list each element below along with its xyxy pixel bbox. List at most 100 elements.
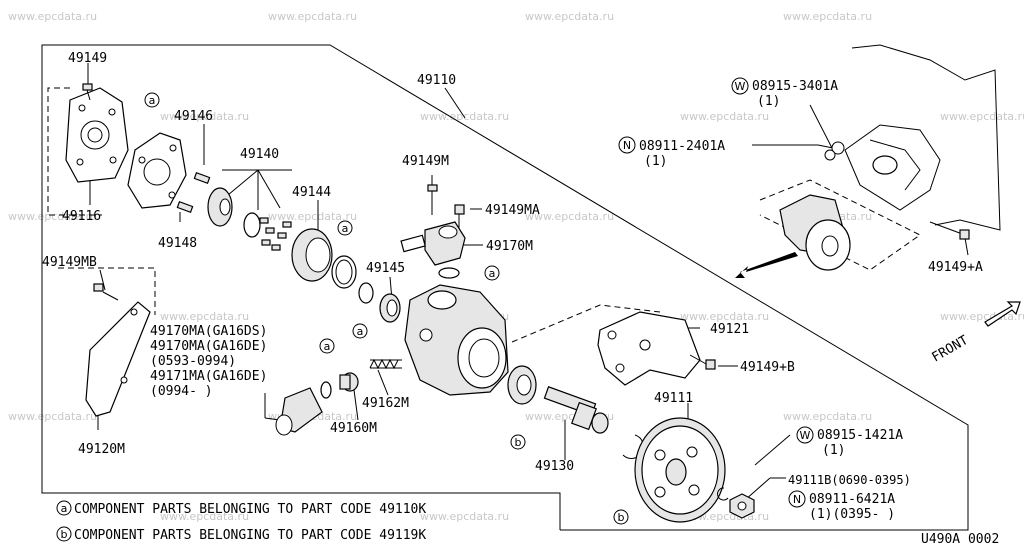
bearing: [507, 365, 537, 405]
watermark: www.epcdata.ru: [8, 10, 97, 23]
label-08911-2401a: 08911-2401A: [639, 139, 725, 154]
svg-text:a: a: [149, 94, 156, 107]
bolt-49149: [82, 83, 93, 101]
leader-lines: [87, 63, 969, 501]
plate-dashed-frame: [58, 267, 156, 315]
svg-text:W: W: [735, 80, 746, 93]
label-49144: 49144: [292, 185, 331, 200]
label-49146: 49146: [174, 109, 213, 124]
svg-text:a: a: [489, 267, 496, 280]
diagram-code: U490A 0002: [921, 532, 999, 547]
label-49130: 49130: [535, 459, 574, 474]
nut: [729, 493, 755, 519]
marker-b: b: [510, 434, 526, 450]
bolt-49149m: [427, 184, 438, 215]
label-49149a: 49149+A: [928, 260, 983, 275]
label-49121: 49121: [710, 322, 749, 337]
label-49170ma-ga16ds: 49170MA(GA16DS): [150, 324, 267, 339]
direction-arrow: [735, 252, 798, 278]
main-frame: [41, 44, 969, 531]
marker-a: a: [484, 265, 500, 281]
plate-49120m: [85, 301, 151, 417]
pump-body: [404, 284, 509, 396]
union-fitting-49170m: [400, 221, 466, 266]
svg-text:b: b: [515, 436, 522, 449]
label-qty: (1): [757, 94, 780, 109]
pump-cover-49116: [65, 87, 129, 183]
label-49116: 49116: [62, 209, 101, 224]
label-49170ma-dates: (0593-0994): [150, 354, 236, 369]
label-qty-dates: (1)(0395- ): [809, 507, 895, 522]
svg-text:a: a: [342, 222, 349, 235]
watermark: www.epcdata.ru: [525, 210, 614, 223]
bolt-49149b: [689, 354, 716, 370]
marker-a: a: [337, 220, 353, 236]
svg-text:b: b: [61, 528, 68, 541]
part-labels: 49149 49110 49146 49140 49144 49116 4914…: [42, 51, 983, 522]
marker-a: a: [319, 338, 335, 354]
plug-49160m: [339, 372, 359, 392]
marker-n: N: [618, 136, 636, 154]
marker-a: a: [144, 92, 160, 108]
label-49110: 49110: [417, 73, 456, 88]
front-label: FRONT: [930, 333, 972, 366]
svg-text:W: W: [800, 429, 811, 442]
label-49149b: 49149+B: [740, 360, 795, 375]
spring-49162m: [369, 358, 402, 370]
label-49145: 49145: [366, 261, 405, 276]
label-qty: (1): [644, 154, 667, 169]
marker-a: a: [352, 323, 368, 339]
watermark: www.epcdata.ru: [525, 10, 614, 23]
marker-w: W: [796, 426, 814, 444]
watermark: www.epcdata.ru: [268, 10, 357, 23]
svg-text:a: a: [357, 325, 364, 338]
label-08911-6421a: 08911-6421A: [809, 492, 895, 507]
watermark: www.epcdata.ru: [680, 310, 769, 323]
label-49171ma-dates: (0994- ): [150, 384, 213, 399]
label-49148: 49148: [158, 236, 197, 251]
seal-49145: [358, 282, 401, 323]
marker-b: b: [613, 509, 629, 525]
label-49120m: 49120M: [78, 442, 125, 457]
watermark: www.epcdata.ru: [940, 110, 1024, 123]
footnote-text: COMPONENT PARTS BELONGING TO PART CODE 4…: [74, 502, 426, 517]
watermark: www.epcdata.ru: [783, 410, 872, 423]
label-49162m: 49162M: [362, 396, 409, 411]
svg-text:a: a: [324, 340, 331, 353]
o-ring-inner: [335, 259, 353, 285]
label-49160m: 49160M: [330, 421, 377, 436]
bolt-49149mb: [93, 283, 119, 301]
label-49149ma: 49149MA: [485, 203, 540, 218]
rotor-set-49140: [207, 187, 292, 251]
svg-text:N: N: [793, 493, 801, 506]
label-49170m: 49170M: [486, 239, 533, 254]
watermark: www.epcdata.ru: [268, 210, 357, 223]
svg-text:N: N: [623, 139, 631, 152]
pin-49148: [176, 172, 211, 213]
watermark: www.epcdata.ru: [8, 410, 97, 423]
watermark: www.epcdata.ru: [680, 110, 769, 123]
cam-ring-49144: [291, 228, 333, 282]
connector-49170ma: [275, 387, 323, 436]
washer: [320, 381, 332, 399]
label-49149mb: 49149MB: [42, 255, 97, 270]
label-49140: 49140: [240, 147, 279, 162]
marker-w: W: [731, 77, 749, 95]
label-49149m: 49149M: [402, 154, 449, 169]
engine-inset: [759, 44, 1001, 271]
footnote-b: b COMPONENT PARTS BELONGING TO PART CODE…: [56, 526, 426, 543]
marker-n: N: [788, 490, 806, 508]
label-qty: (1): [822, 443, 845, 458]
watermark: www.epcdata.ru: [940, 310, 1024, 323]
bracket-dashed-link: [511, 304, 661, 343]
watermark: www.epcdata.ru: [160, 310, 249, 323]
label-49149: 49149: [68, 51, 107, 66]
footnote-text: COMPONENT PARTS BELONGING TO PART CODE 4…: [74, 528, 426, 543]
watermark: www.epcdata.ru: [783, 10, 872, 23]
label-49111b: 49111B(0690-0395): [788, 473, 911, 487]
o-ring: [438, 267, 460, 279]
gasket-49146: [127, 132, 187, 209]
cover-dashed-frame: [47, 87, 102, 216]
watermark: www.epcdata.ru: [160, 110, 249, 123]
